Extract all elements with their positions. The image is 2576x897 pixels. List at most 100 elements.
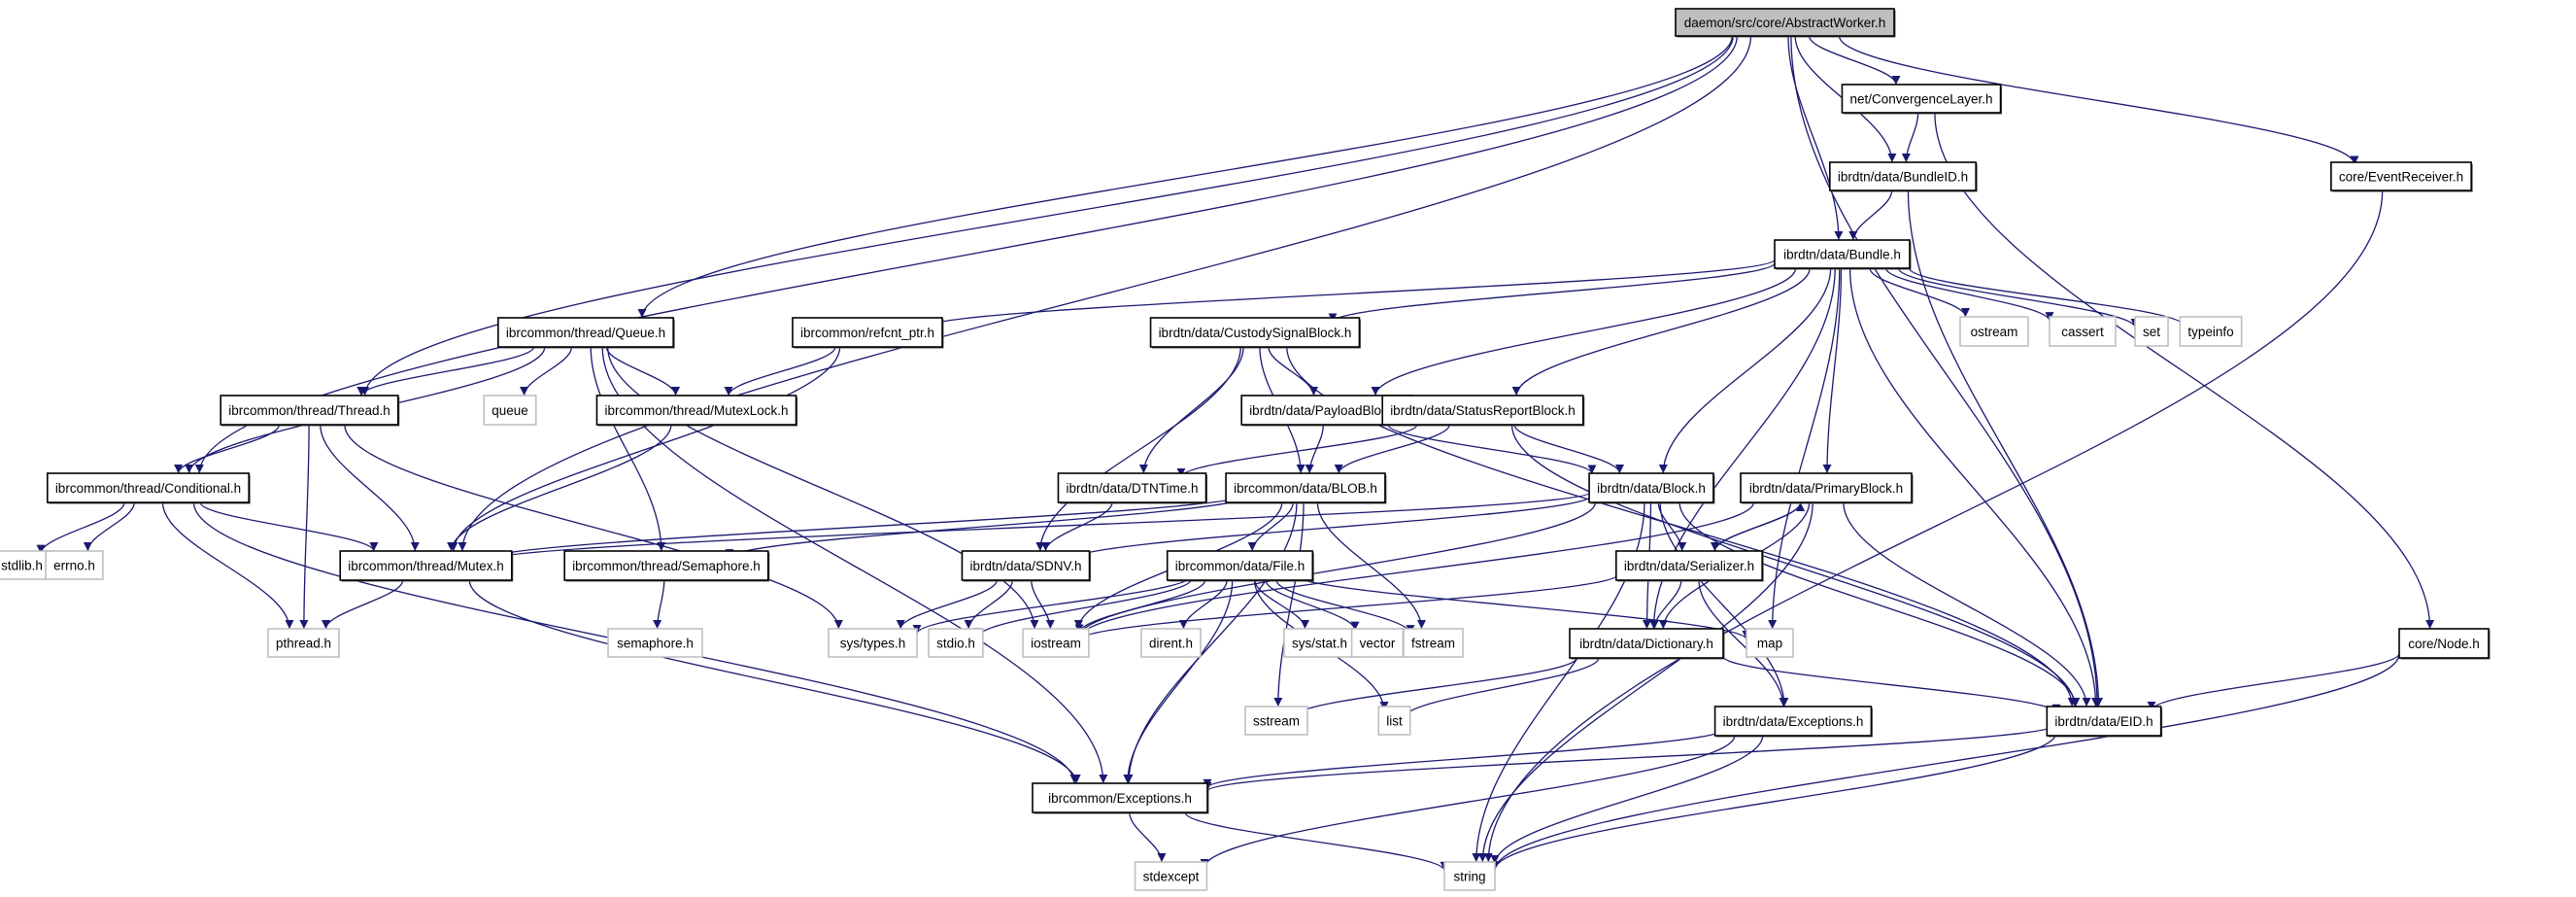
edge-queue_h-to-mutexlock bbox=[605, 346, 681, 397]
edge-line bbox=[1268, 346, 1318, 397]
node-label: map bbox=[1757, 637, 1782, 651]
edge-line bbox=[1200, 735, 1736, 869]
edge-mutexlock-to-mutex bbox=[447, 424, 672, 552]
node-statusreport[interactable]: ibrdtn/data/StatusReportBlock.h bbox=[1381, 395, 1585, 427]
node-box bbox=[1350, 628, 1405, 658]
node-list: list bbox=[1377, 706, 1411, 736]
node-file[interactable]: ibrcommon/data/File.h bbox=[1166, 550, 1314, 582]
node-label: ibrcommon/refcnt_ptr.h bbox=[800, 326, 934, 340]
node-queue_h[interactable]: ibrcommon/thread/Queue.h bbox=[497, 317, 675, 349]
edge-serializer-to-iostream bbox=[1074, 573, 1619, 641]
edge-line bbox=[1265, 579, 1360, 631]
node-iostream: iostream bbox=[1022, 628, 1090, 658]
edge-root-to-eid bbox=[1790, 35, 2102, 707]
edge-line bbox=[449, 346, 841, 552]
edge-bundle-to-cassert bbox=[1884, 267, 2054, 322]
node-dtntime[interactable]: ibrdtn/data/DTNTime.h bbox=[1057, 472, 1208, 504]
edge-line bbox=[1698, 579, 1788, 707]
edge-thread-to-systypes bbox=[344, 424, 843, 630]
node-serializer[interactable]: ibrdtn/data/Serializer.h bbox=[1615, 550, 1764, 582]
node-semaphore_h[interactable]: ibrcommon/thread/Semaphore.h bbox=[563, 550, 770, 582]
node-custody[interactable]: ibrdtn/data/CustodySignalBlock.h bbox=[1149, 317, 1361, 349]
node-label: string bbox=[1453, 870, 1485, 884]
edge-blob-to-semaphore_h bbox=[725, 494, 1254, 559]
edge-line bbox=[1334, 424, 1450, 474]
node-mutexlock[interactable]: ibrcommon/thread/MutexLock.h bbox=[595, 395, 798, 427]
edge-file-to-fstream bbox=[1275, 579, 1415, 635]
node-convlayer[interactable]: net/ConvergenceLayer.h bbox=[1841, 84, 2003, 115]
node-label: list bbox=[1386, 714, 1403, 729]
edge-line bbox=[1074, 573, 1619, 641]
node-box bbox=[1588, 472, 1714, 503]
node-map: map bbox=[1746, 628, 1794, 658]
edge-bundle-to-custody bbox=[1328, 262, 1776, 323]
edge-block-to-dtnexceptions bbox=[1659, 501, 1789, 707]
edge-root-to-bundle bbox=[1787, 35, 1844, 241]
edge-sdnv-to-stdio bbox=[964, 579, 1014, 630]
edge-line bbox=[1477, 501, 1813, 863]
edge-line bbox=[520, 346, 573, 397]
edge-payload-to-blob bbox=[1305, 424, 1324, 474]
node-label: ibrdtn/data/DTNTime.h bbox=[1066, 481, 1198, 496]
edge-eid-to-commonexceptions bbox=[1203, 724, 2057, 792]
edge-line bbox=[458, 35, 1752, 552]
edge-thread-to-mutex bbox=[320, 424, 420, 552]
edge-primary-to-string bbox=[1477, 501, 1813, 863]
node-bundleid[interactable]: ibrdtn/data/BundleID.h bbox=[1829, 161, 1978, 192]
edge-line bbox=[1074, 579, 1206, 634]
node-node[interactable]: core/Node.h bbox=[2398, 628, 2491, 660]
node-dictionary[interactable]: ibrdtn/data/Dictionary.h bbox=[1569, 628, 1725, 660]
edge-bundle-to-eid bbox=[1848, 267, 2101, 707]
edge-line bbox=[1722, 655, 2061, 714]
edge-dtnexceptions-to-stdexcept bbox=[1200, 735, 1736, 869]
edge-block-to-eid bbox=[1678, 501, 2081, 707]
edge-line bbox=[1371, 267, 1797, 397]
edge-file-to-iostream bbox=[1074, 579, 1206, 634]
node-pthread: pthread.h bbox=[267, 628, 340, 658]
node-commonexceptions[interactable]: ibrcommon/Exceptions.h bbox=[1032, 782, 1209, 814]
edge-line bbox=[320, 424, 420, 552]
node-bundle[interactable]: ibrdtn/data/Bundle.h bbox=[1774, 239, 1912, 270]
node-label: ibrdtn/data/CustodySignalBlock.h bbox=[1159, 326, 1352, 340]
edge-conditional-to-errno bbox=[83, 501, 135, 552]
edge-commonexceptions-to-stdexcept bbox=[1129, 811, 1167, 863]
node-label: ibrcommon/Exceptions.h bbox=[1048, 791, 1192, 806]
edge-line bbox=[1400, 657, 1600, 718]
node-label: errno.h bbox=[53, 559, 95, 573]
node-primary[interactable]: ibrdtn/data/PrimaryBlock.h bbox=[1740, 472, 1914, 504]
edge-line bbox=[1657, 501, 1687, 552]
edge-root-to-queue_h bbox=[637, 35, 1733, 319]
edge-line bbox=[344, 424, 843, 630]
node-label: daemon/src/core/AbstractWorker.h bbox=[1684, 16, 1886, 30]
edge-line bbox=[1316, 501, 1426, 630]
node-box bbox=[2134, 316, 2169, 347]
node-block[interactable]: ibrdtn/data/Block.h bbox=[1588, 472, 1715, 504]
node-mutex[interactable]: ibrcommon/thread/Mutex.h bbox=[339, 550, 514, 582]
node-box bbox=[1377, 706, 1411, 736]
edge-line bbox=[1490, 732, 2057, 871]
node-blob[interactable]: ibrcommon/data/BLOB.h bbox=[1225, 472, 1387, 504]
edge-serializer-to-primary bbox=[1713, 501, 1806, 552]
edge-line bbox=[1808, 35, 1901, 86]
node-eventreceiver[interactable]: core/EventReceiver.h bbox=[2330, 161, 2473, 192]
node-eid[interactable]: ibrdtn/data/EID.h bbox=[2046, 706, 2163, 738]
node-box bbox=[339, 550, 513, 581]
node-box bbox=[1774, 239, 1911, 269]
node-dtnexceptions[interactable]: ibrdtn/data/Exceptions.h bbox=[1713, 706, 1873, 738]
node-sstream: sstream bbox=[1244, 706, 1308, 736]
edge-line bbox=[919, 259, 1776, 328]
node-label: iostream bbox=[1031, 637, 1081, 651]
edge-line bbox=[474, 491, 1593, 564]
node-box bbox=[220, 395, 399, 426]
edge-queue_h-to-queue bbox=[520, 346, 573, 397]
edge-line bbox=[973, 578, 1193, 638]
node-sdnv[interactable]: ibrdtn/data/SDNV.h bbox=[961, 550, 1092, 582]
node-refcnt[interactable]: ibrcommon/refcnt_ptr.h bbox=[792, 317, 944, 349]
node-box bbox=[483, 395, 537, 426]
node-box bbox=[45, 550, 104, 580]
edge-line bbox=[161, 501, 294, 630]
node-conditional[interactable]: ibrcommon/thread/Conditional.h bbox=[47, 472, 251, 504]
node-thread[interactable]: ibrcommon/thread/Thread.h bbox=[220, 395, 400, 427]
edge-line bbox=[1848, 267, 2101, 707]
edge-statusreport-to-dtntime bbox=[1176, 424, 1418, 478]
